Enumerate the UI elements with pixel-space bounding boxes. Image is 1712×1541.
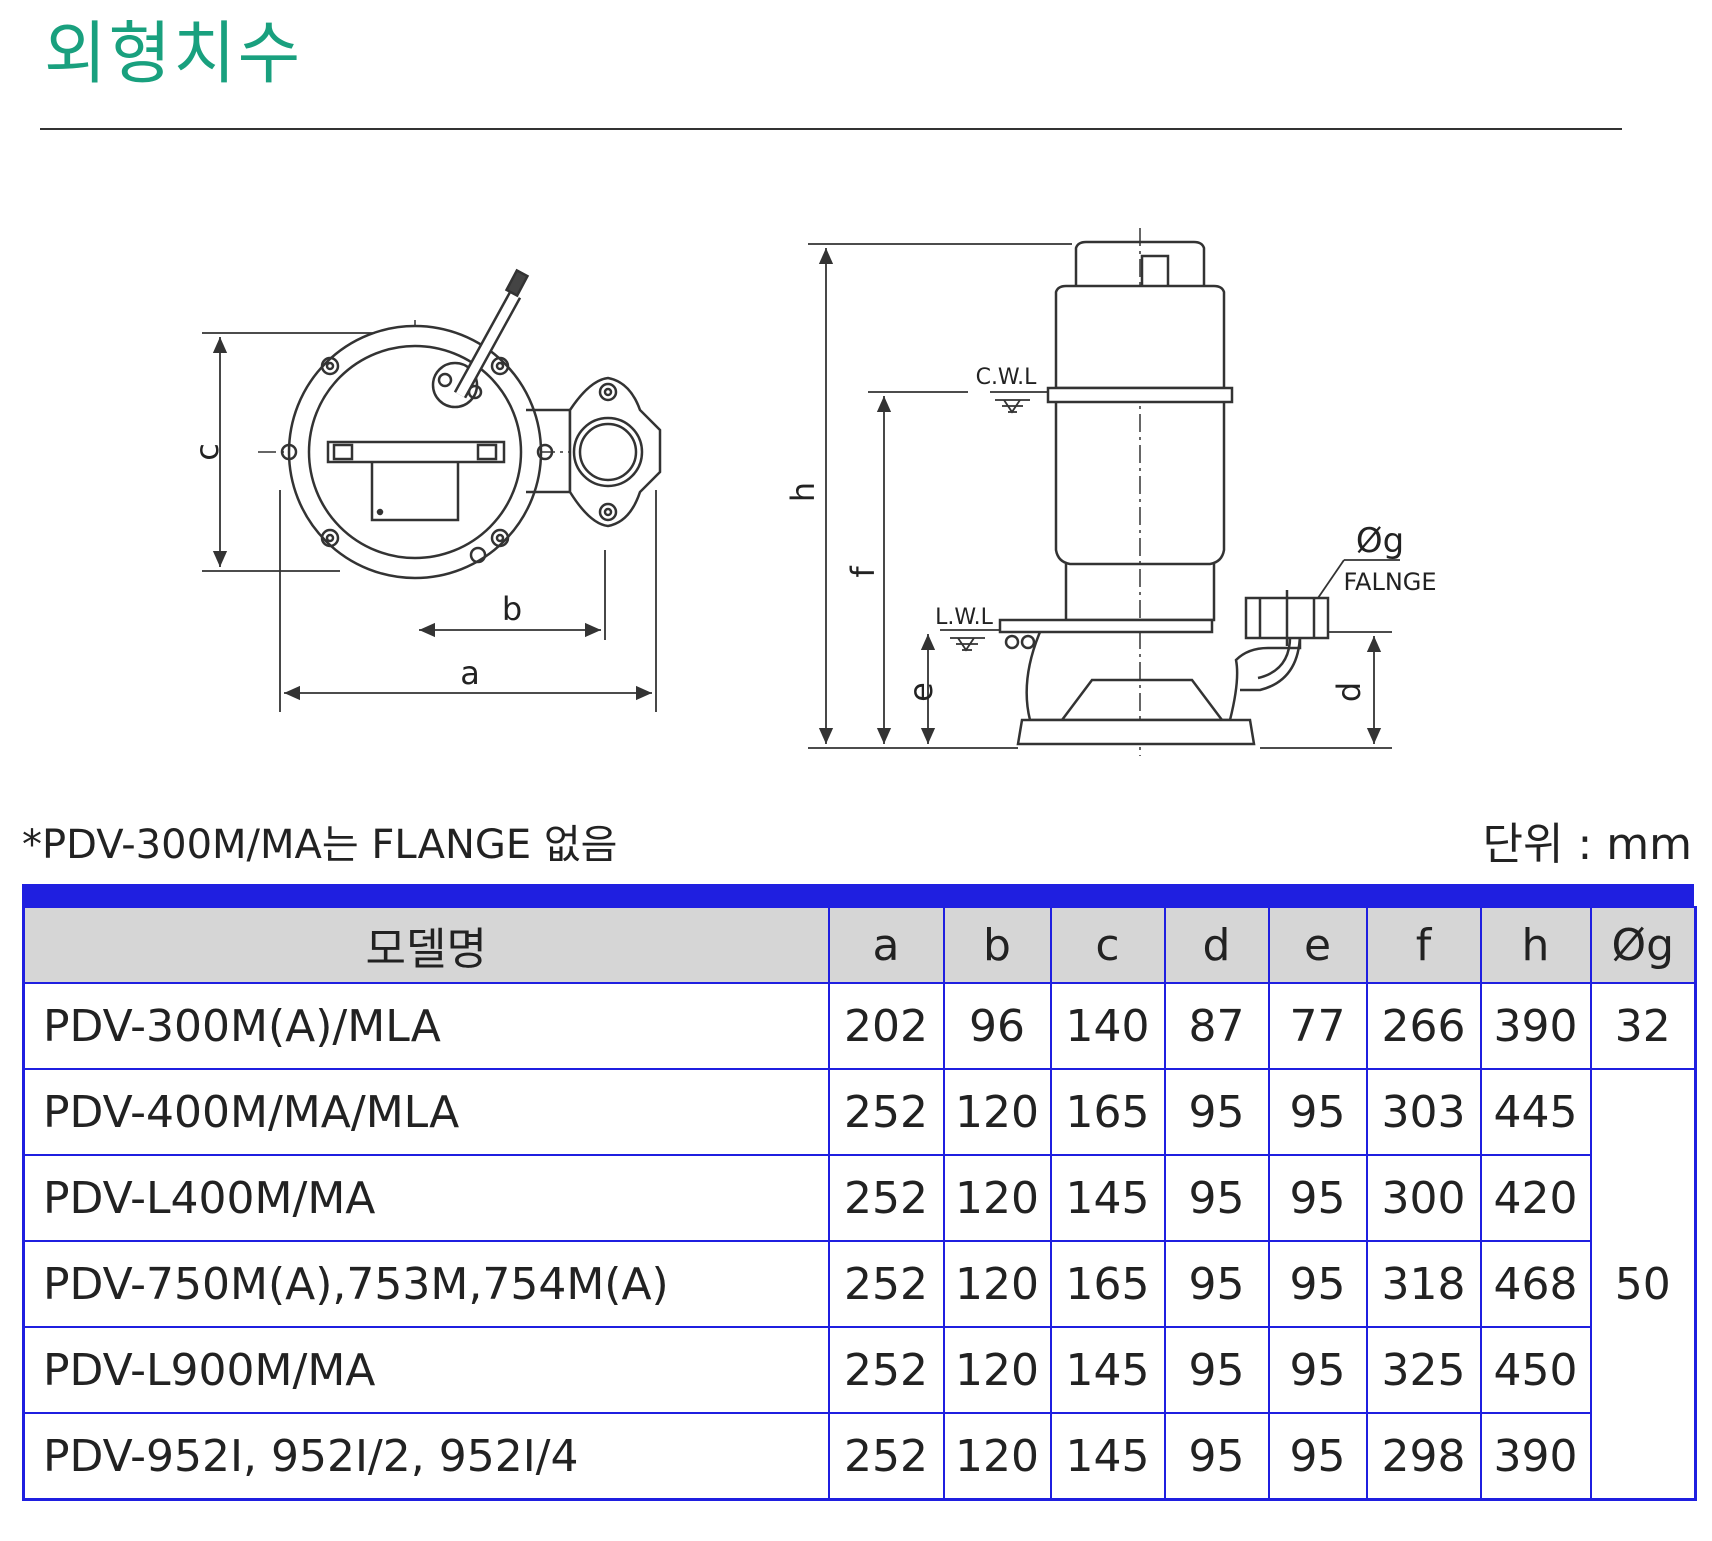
page-title: 외형치수: [44, 15, 303, 94]
header-f: f: [1365, 906, 1482, 984]
cell-h: 445: [1479, 1068, 1592, 1156]
lwl-label: L.W.L: [935, 605, 993, 630]
dim-label-g: Øg: [1356, 521, 1404, 561]
cell-a: 202: [827, 982, 945, 1070]
cell-d: 95: [1163, 1240, 1270, 1328]
cell-h: 390: [1479, 982, 1592, 1070]
cell-c: 145: [1049, 1326, 1166, 1414]
cell-a: 252: [827, 1154, 945, 1242]
dim-label-b: b: [502, 590, 522, 628]
dim-label-e: e: [902, 682, 940, 702]
cell-h: 468: [1479, 1240, 1592, 1328]
cell-d: 95: [1163, 1068, 1270, 1156]
cwl-label: C.W.L: [976, 365, 1038, 390]
header-model: 모델명: [22, 906, 830, 984]
dimension-drawing: c b a: [0, 200, 1712, 780]
cell-e: 95: [1267, 1240, 1368, 1328]
header-c: c: [1049, 906, 1166, 984]
dim-label-f: f: [844, 566, 882, 578]
cell-a: 252: [827, 1240, 945, 1328]
dim-label-c: c: [188, 443, 226, 461]
cell-e: 77: [1267, 982, 1368, 1070]
cell-g-merged: 50: [1589, 1068, 1697, 1501]
header-e: e: [1267, 906, 1368, 984]
cell-model: PDV-L900M/MA: [22, 1326, 830, 1414]
dimension-table-wrapper: 모델명 a b c d e f h Øg PDV-300M(A)/MLA 202…: [22, 884, 1697, 1501]
cell-model: PDV-L400M/MA: [22, 1154, 830, 1242]
dim-label-d: d: [1330, 682, 1368, 702]
cell-f: 298: [1365, 1412, 1482, 1501]
header-d: d: [1163, 906, 1270, 984]
cell-f: 300: [1365, 1154, 1482, 1242]
dim-label-a: a: [460, 654, 480, 692]
header-g: Øg: [1589, 906, 1697, 984]
cell-c: 145: [1049, 1412, 1166, 1501]
table-row: PDV-L900M/MA 252 120 145 95 95 325 450: [22, 1326, 1696, 1414]
cell-e: 95: [1267, 1412, 1368, 1501]
table-row: PDV-400M/MA/MLA 252 120 165 95 95 303 44…: [22, 1068, 1697, 1501]
dim-label-h: h: [784, 482, 822, 502]
cell-e: 95: [1267, 1068, 1368, 1156]
table-row: PDV-300M(A)/MLA 202 96 140 87 77 266 390…: [22, 982, 1697, 1070]
cell-d: 95: [1163, 1154, 1270, 1242]
cell-d: 95: [1163, 1326, 1270, 1414]
cell-e: 95: [1267, 1154, 1368, 1242]
cell-b: 120: [942, 1240, 1052, 1328]
cell-a: 252: [827, 1326, 945, 1414]
cell-e: 95: [1267, 1326, 1368, 1414]
cell-f: 303: [1365, 1068, 1482, 1156]
side-view: [998, 228, 1330, 756]
cell-c: 145: [1049, 1154, 1166, 1242]
cell-model: PDV-952I, 952I/2, 952I/4: [22, 1412, 830, 1501]
cell-a: 252: [827, 1412, 945, 1501]
table-row: PDV-952I, 952I/2, 952I/4 252 120 145 95 …: [22, 1412, 1696, 1501]
cell-b: 96: [942, 982, 1052, 1070]
unit-label: 단위 : mm: [1482, 819, 1692, 870]
cell-a: 252: [827, 1068, 945, 1156]
title-divider: [40, 128, 1622, 130]
top-view: [258, 268, 662, 580]
cell-b: 120: [942, 1068, 1052, 1156]
cell-f: 325: [1365, 1326, 1482, 1414]
cell-model: PDV-750M(A),753M,754M(A): [22, 1240, 830, 1328]
table-header-row: 모델명 a b c d e f h Øg: [22, 906, 1697, 984]
cell-b: 120: [942, 1412, 1052, 1501]
cell-h: 390: [1479, 1412, 1592, 1501]
cell-d: 87: [1163, 982, 1270, 1070]
cell-b: 120: [942, 1154, 1052, 1242]
table-row: PDV-750M(A),753M,754M(A) 252 120 165 95 …: [22, 1240, 1696, 1328]
flange-note: *PDV-300M/MA는 FLANGE 없음: [22, 822, 618, 868]
header-h: h: [1479, 906, 1592, 984]
cell-h: 420: [1479, 1154, 1592, 1242]
cell-model: PDV-300M(A)/MLA: [22, 982, 830, 1070]
cell-h: 450: [1479, 1326, 1592, 1414]
cell-d: 95: [1163, 1412, 1270, 1501]
dimension-table: 모델명 a b c d e f h Øg PDV-300M(A)/MLA 202…: [22, 906, 1697, 1501]
cell-c: 140: [1049, 982, 1166, 1070]
cell-model: PDV-400M/MA/MLA: [22, 1068, 830, 1156]
cell-c: 165: [1049, 1240, 1166, 1328]
cell-f: 318: [1365, 1240, 1482, 1328]
flange-label: FALNGE: [1343, 568, 1436, 596]
header-a: a: [827, 906, 945, 984]
table-row: PDV-L400M/MA 252 120 145 95 95 300 420: [22, 1154, 1696, 1242]
cell-f: 266: [1365, 982, 1482, 1070]
cell-b: 120: [942, 1326, 1052, 1414]
cell-c: 165: [1049, 1068, 1166, 1156]
header-b: b: [942, 906, 1052, 984]
cell-g: 32: [1589, 982, 1697, 1070]
table-top-bar: [22, 884, 1694, 906]
